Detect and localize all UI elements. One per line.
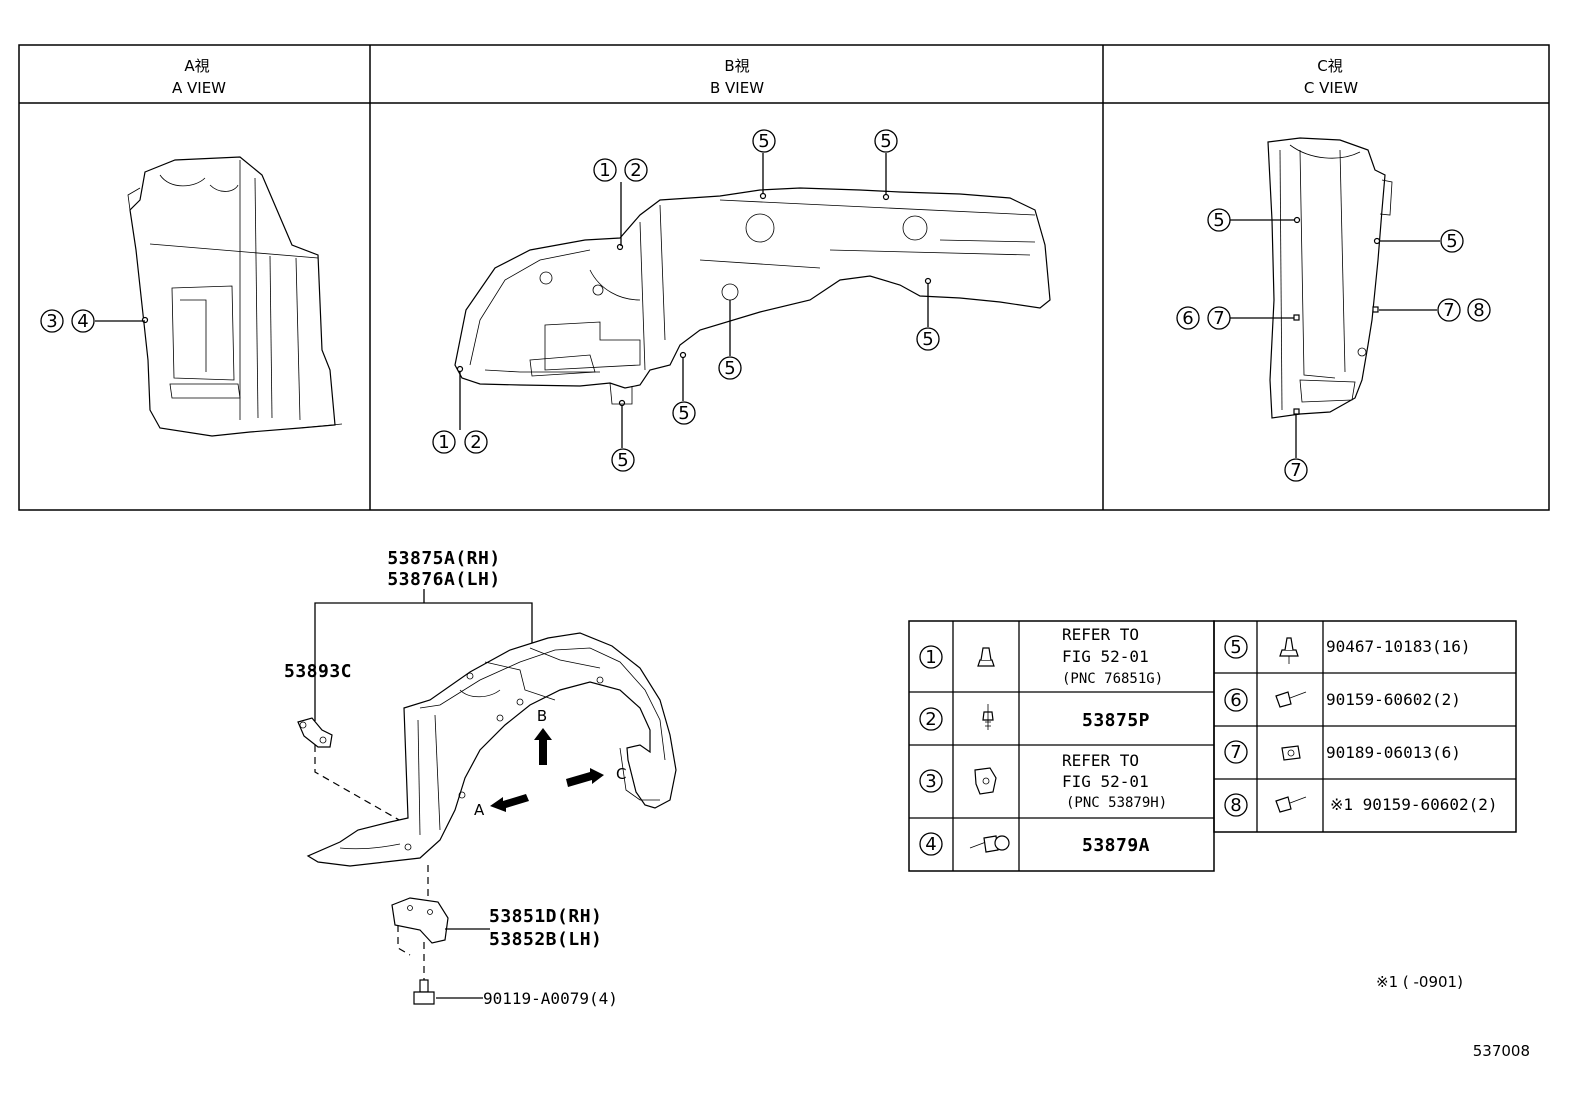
svg-text:7: 7: [1213, 308, 1224, 329]
svg-text:C: C: [616, 765, 626, 783]
svg-text:3: 3: [46, 311, 57, 332]
clip-fastener-icon: [977, 647, 995, 667]
diagram-id: 537008: [1473, 1042, 1530, 1060]
part-label-53851d: 53851D(RH): [489, 906, 602, 927]
svg-text:7: 7: [1443, 300, 1454, 321]
part-label-53875a: 53875A(RH): [387, 548, 500, 569]
bracket-53851d-drawing: [391, 897, 449, 956]
a-view-title-jp: A視: [184, 57, 209, 75]
svg-text:3: 3: [925, 771, 936, 792]
svg-text:5: 5: [1213, 210, 1224, 231]
callout-5-c2: 5: [1440, 229, 1464, 253]
svg-text:6: 6: [1230, 690, 1241, 711]
callout-5-b4: 5: [916, 327, 940, 351]
callout-1-2-top: 1 2: [593, 158, 648, 182]
c-view-liner-drawing: [1267, 137, 1393, 419]
b-view-title-jp: B視: [724, 57, 749, 75]
svg-text:REFER TO: REFER TO: [1062, 751, 1139, 770]
svg-text:B: B: [537, 707, 547, 725]
view-panel-frame: [18, 44, 1550, 511]
svg-text:FIG 52-01: FIG 52-01: [1062, 647, 1149, 666]
part-label-53893c: 53893C: [284, 661, 352, 682]
svg-text:5: 5: [1446, 231, 1457, 252]
legend-row-8: 8 ※1 90159-60602(2): [1224, 793, 1498, 817]
fender-liner-drawing: [306, 632, 677, 867]
callout-5-b1: 5: [752, 129, 776, 153]
callout-7-8: 7 8: [1437, 298, 1491, 322]
svg-text:6: 6: [1182, 308, 1193, 329]
svg-text:5: 5: [1230, 637, 1241, 658]
svg-text:53879A: 53879A: [1082, 835, 1150, 856]
callout-6-7: 6 7: [1176, 306, 1231, 330]
callout-7-c: 7: [1284, 458, 1308, 482]
svg-text:90467-10183(16): 90467-10183(16): [1326, 637, 1471, 656]
svg-text:2: 2: [470, 432, 481, 453]
svg-text:A: A: [474, 801, 485, 819]
svg-text:7: 7: [1230, 742, 1241, 763]
svg-text:5: 5: [922, 329, 933, 350]
callout-5-b3: 5: [718, 356, 742, 380]
legend-row-1: 1 REFER TO FIG 52-01 (PNC 76851G): [919, 625, 1163, 687]
arrow-a: A: [474, 794, 529, 819]
svg-text:53875P: 53875P: [1082, 710, 1150, 731]
footnote: ※1 ( -0901): [1376, 973, 1463, 991]
screw-fastener-icon: [982, 704, 994, 730]
callout-5-b5: 5: [672, 401, 696, 425]
tapping-screw-icon: [1275, 796, 1307, 813]
screw-grommet-icon: [969, 835, 1010, 853]
tapping-screw-icon: [1275, 691, 1307, 708]
b-view-title-en: B VIEW: [710, 79, 764, 97]
c-view-title-en: C VIEW: [1304, 79, 1358, 97]
svg-text:90189-06013(6): 90189-06013(6): [1326, 743, 1461, 762]
svg-text:REFER TO: REFER TO: [1062, 625, 1139, 644]
legend-row-3: 3 REFER TO FIG 52-01 (PNC 53879H): [919, 751, 1167, 811]
arrow-b: B: [534, 707, 552, 765]
part-label-53876a: 53876A(LH): [387, 569, 500, 590]
callout-1-2-bottom: 1 2: [432, 430, 488, 454]
svg-text:※1 90159-60602(2): ※1 90159-60602(2): [1330, 795, 1498, 814]
clip-53893c-drawing: [297, 717, 333, 748]
svg-text:5: 5: [758, 131, 769, 152]
part-label-90119: 90119-A0079(4): [483, 989, 618, 1008]
callout-3-4: 3 4: [40, 309, 95, 333]
a-view-title-en: A VIEW: [172, 79, 226, 97]
svg-text:4: 4: [925, 834, 936, 855]
grommet-nut-icon: [1281, 745, 1301, 761]
legend-row-5: 5 90467-10183(16): [1224, 635, 1471, 664]
svg-text:2: 2: [925, 709, 936, 730]
fastener-legend-table: [908, 620, 1517, 872]
svg-text:8: 8: [1230, 795, 1241, 816]
b-view-liner-drawing: [454, 187, 1051, 407]
svg-text:(PNC 53879H): (PNC 53879H): [1066, 795, 1167, 811]
svg-text:5: 5: [880, 131, 891, 152]
svg-text:FIG 52-01: FIG 52-01: [1062, 772, 1149, 791]
svg-text:5: 5: [678, 403, 689, 424]
c-view-title-jp: C視: [1317, 57, 1342, 75]
nut-clip-icon: [974, 767, 997, 795]
legend-row-7: 7 90189-06013(6): [1224, 740, 1461, 764]
svg-text:7: 7: [1290, 460, 1301, 481]
callout-5-b2: 5: [874, 129, 898, 153]
svg-text:90159-60602(2): 90159-60602(2): [1326, 690, 1461, 709]
callout-5-c1: 5: [1207, 208, 1231, 232]
callout-5-b6: 5: [611, 448, 635, 472]
legend-row-6: 6 90159-60602(2): [1224, 688, 1461, 712]
a-view-liner-drawing: [127, 156, 343, 437]
svg-text:8: 8: [1473, 300, 1484, 321]
svg-text:5: 5: [617, 450, 628, 471]
svg-text:1: 1: [925, 647, 936, 668]
svg-text:1: 1: [438, 432, 449, 453]
legend-row-2: 2 53875P: [919, 704, 1150, 731]
arrow-c: C: [566, 765, 626, 787]
push-clip-icon: [1279, 637, 1299, 664]
svg-text:5: 5: [724, 358, 735, 379]
legend-row-4: 4 53879A: [919, 832, 1150, 856]
svg-text:2: 2: [630, 160, 641, 181]
part-label-53852b: 53852B(LH): [489, 929, 602, 950]
svg-text:4: 4: [77, 311, 88, 332]
svg-text:1: 1: [599, 160, 610, 181]
svg-text:(PNC 76851G): (PNC 76851G): [1062, 671, 1163, 687]
bolt-90119-drawing: [413, 979, 435, 1005]
